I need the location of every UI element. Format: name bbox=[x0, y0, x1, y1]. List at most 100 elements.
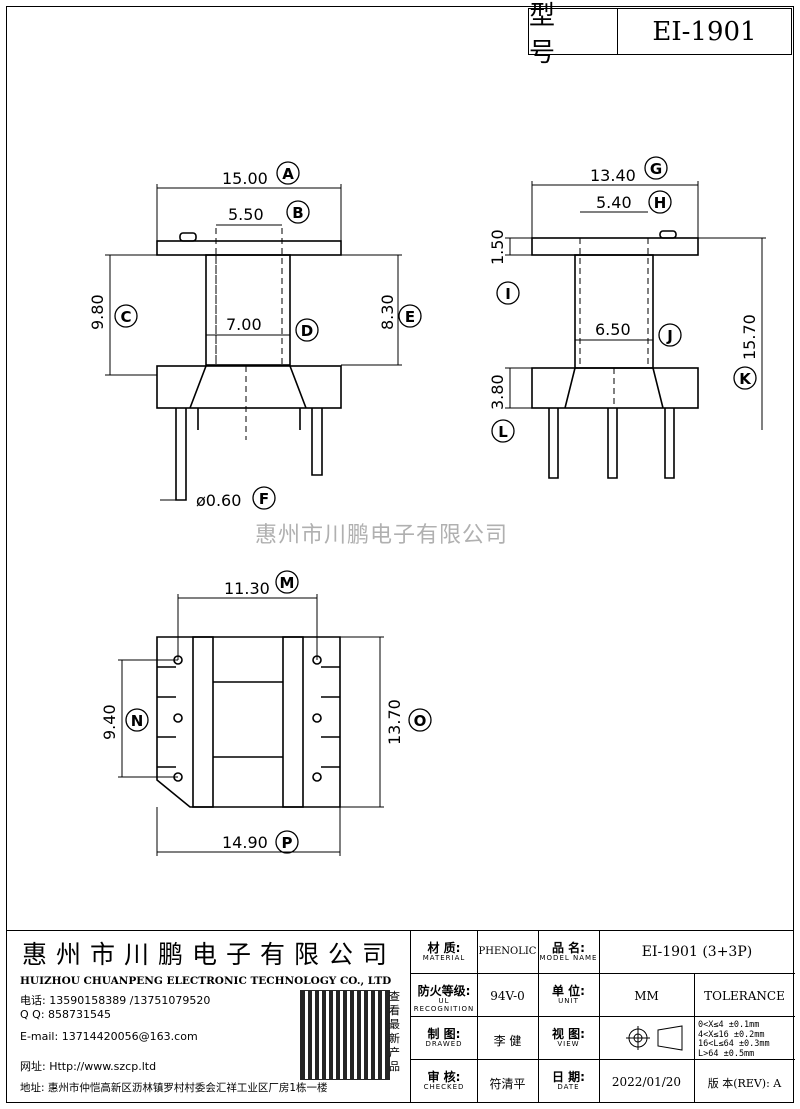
svg-text:M: M bbox=[280, 574, 295, 592]
dim-i: 1.50 bbox=[488, 229, 507, 265]
date-label: 日 期: bbox=[552, 1070, 585, 1084]
dim-h: 5.40 bbox=[596, 193, 632, 212]
marker-d: D bbox=[295, 318, 319, 342]
company-address: 地址: 惠州市仲恺高新区沥林镇罗村村委会汇祥工业区厂房1栋一楼 bbox=[20, 1082, 328, 1094]
svg-text:F: F bbox=[259, 490, 269, 508]
checked-label: 审 核: bbox=[427, 1070, 461, 1084]
company-web: 网址: Http://www.szcp.ltd bbox=[20, 1060, 157, 1073]
flame-label: 防火等级: bbox=[417, 984, 471, 998]
dimension-labels: 15.00 5.50 9.80 7.00 8.30 ø0.60 13.40 5.… bbox=[88, 166, 759, 852]
unit-label-en: UNIT bbox=[558, 997, 579, 1006]
svg-text:O: O bbox=[414, 712, 427, 730]
drawing-frame bbox=[6, 6, 794, 1103]
dim-j: 6.50 bbox=[595, 320, 631, 339]
marker-e: E bbox=[398, 304, 422, 328]
dim-g: 13.40 bbox=[590, 166, 636, 185]
front-view bbox=[156, 232, 342, 501]
marker-m: M bbox=[275, 570, 299, 594]
company-name-en: HUIZHOU CHUANPENG ELECTRONIC TECHNOLOGY … bbox=[20, 975, 392, 987]
tol-row: 16<L≤64 ±0.3mm bbox=[698, 1039, 770, 1049]
tolerance-label: TOLERANCE bbox=[704, 989, 785, 1003]
checked-value: 符清平 bbox=[489, 1077, 526, 1091]
view-label-en: VIEW bbox=[557, 1040, 580, 1049]
company-qq: Q Q: 858731545 bbox=[20, 1008, 112, 1021]
checked-label-en: CHECKED bbox=[423, 1083, 465, 1092]
dim-b: 5.50 bbox=[228, 205, 264, 224]
spec-table: 材 质:MATERIAL PHENOLIC 品 名:MODEL NAME EI-… bbox=[410, 930, 795, 1103]
date-value: 2022/01/20 bbox=[611, 1075, 682, 1089]
marker-h: H bbox=[648, 190, 672, 214]
material-label: 材 质: bbox=[427, 941, 461, 955]
marker-j: J bbox=[658, 323, 682, 347]
company-phone: 电话: 13590158389 /13751079520 bbox=[20, 994, 211, 1007]
name-label: 品 名: bbox=[552, 941, 585, 955]
dim-a: 15.00 bbox=[222, 169, 268, 188]
company-email: E-mail: 13714420056@163.com bbox=[20, 1030, 198, 1043]
qr-caption: 查看最新产品 bbox=[389, 990, 400, 1073]
marker-a: A bbox=[276, 161, 300, 185]
dim-o: 13.70 bbox=[385, 699, 404, 745]
marker-g: G bbox=[644, 156, 668, 180]
watermark: 惠州市川鹏电子有限公司 bbox=[255, 523, 509, 548]
marker-l: L bbox=[491, 419, 515, 443]
bottom-view bbox=[156, 636, 341, 808]
tol-row: L>64 ±0.5mm bbox=[698, 1048, 755, 1059]
side-view bbox=[531, 230, 699, 479]
qr-code[interactable] bbox=[300, 990, 390, 1080]
technical-drawing: 15.00 5.50 9.80 7.00 8.30 ø0.60 13.40 5.… bbox=[88, 156, 766, 856]
drawn-value: 李 健 bbox=[493, 1034, 522, 1048]
flame-label-en: UL RECOGNITION bbox=[413, 997, 475, 1013]
svg-text:N: N bbox=[131, 712, 144, 730]
svg-text:K: K bbox=[739, 370, 752, 388]
marker-o: O bbox=[408, 708, 432, 732]
tolerance-rows: 0<X≤4 ±0.1mm 4<X≤16 ±0.2mm 16<L≤64 ±0.3m… bbox=[698, 1020, 770, 1059]
svg-text:D: D bbox=[301, 322, 313, 340]
svg-text:E: E bbox=[405, 308, 415, 326]
svg-text:C: C bbox=[120, 308, 131, 326]
marker-i: I bbox=[496, 281, 520, 305]
unit-value: MM bbox=[634, 989, 659, 1003]
title-block bbox=[6, 930, 794, 1104]
company-name-cn: 惠州市川鹏电子有限公司 bbox=[22, 940, 397, 969]
name-value: EI-1901 (3+3P) bbox=[641, 944, 753, 960]
material-label-en: MATERIAL bbox=[422, 954, 466, 963]
svg-text:J: J bbox=[666, 327, 673, 345]
dim-n: 9.40 bbox=[100, 704, 119, 740]
flame-value: 94V-0 bbox=[490, 989, 525, 1003]
marker-b: B bbox=[286, 200, 310, 224]
unit-label: 单 位: bbox=[552, 984, 585, 998]
svg-text:I: I bbox=[505, 285, 511, 303]
dim-k: 15.70 bbox=[740, 314, 759, 360]
dim-d: 7.00 bbox=[226, 315, 262, 334]
name-label-en: MODEL NAME bbox=[539, 954, 598, 963]
dim-l: 3.80 bbox=[488, 374, 507, 410]
marker-n: N bbox=[125, 708, 149, 732]
svg-text:L: L bbox=[498, 423, 508, 441]
rev-label: 版 本(REV): bbox=[707, 1077, 770, 1090]
marker-f: F bbox=[252, 486, 276, 510]
svg-text:G: G bbox=[650, 160, 662, 178]
svg-text:P: P bbox=[282, 834, 293, 852]
dim-p: 14.90 bbox=[222, 833, 268, 852]
material-value: PHENOLIC bbox=[478, 946, 537, 957]
dim-e: 8.30 bbox=[378, 294, 397, 330]
marker-c: C bbox=[114, 304, 138, 328]
model-value: EI-1901 bbox=[652, 16, 757, 47]
drawn-label: 制 图: bbox=[427, 1027, 461, 1041]
marker-p: P bbox=[275, 830, 299, 854]
projection-symbol-icon bbox=[626, 1025, 683, 1051]
tol-row: 4<X≤16 ±0.2mm bbox=[698, 1029, 765, 1040]
date-label-en: DATE bbox=[557, 1083, 580, 1092]
dim-c: 9.80 bbox=[88, 294, 107, 330]
view-label: 视 图: bbox=[552, 1027, 585, 1041]
rev-value: A bbox=[773, 1077, 782, 1090]
dim-m: 11.30 bbox=[224, 579, 270, 598]
marker-k: K bbox=[733, 366, 757, 390]
svg-text:B: B bbox=[292, 204, 303, 222]
marker-labels: A B C D E F G H I J K L M N O P bbox=[114, 156, 757, 854]
svg-text:A: A bbox=[282, 165, 294, 183]
drawn-label-en: DRAWED bbox=[425, 1040, 463, 1049]
dim-f: ø0.60 bbox=[196, 491, 241, 510]
svg-text:H: H bbox=[654, 194, 667, 212]
tol-row: 0<X≤4 ±0.1mm bbox=[698, 1020, 760, 1030]
